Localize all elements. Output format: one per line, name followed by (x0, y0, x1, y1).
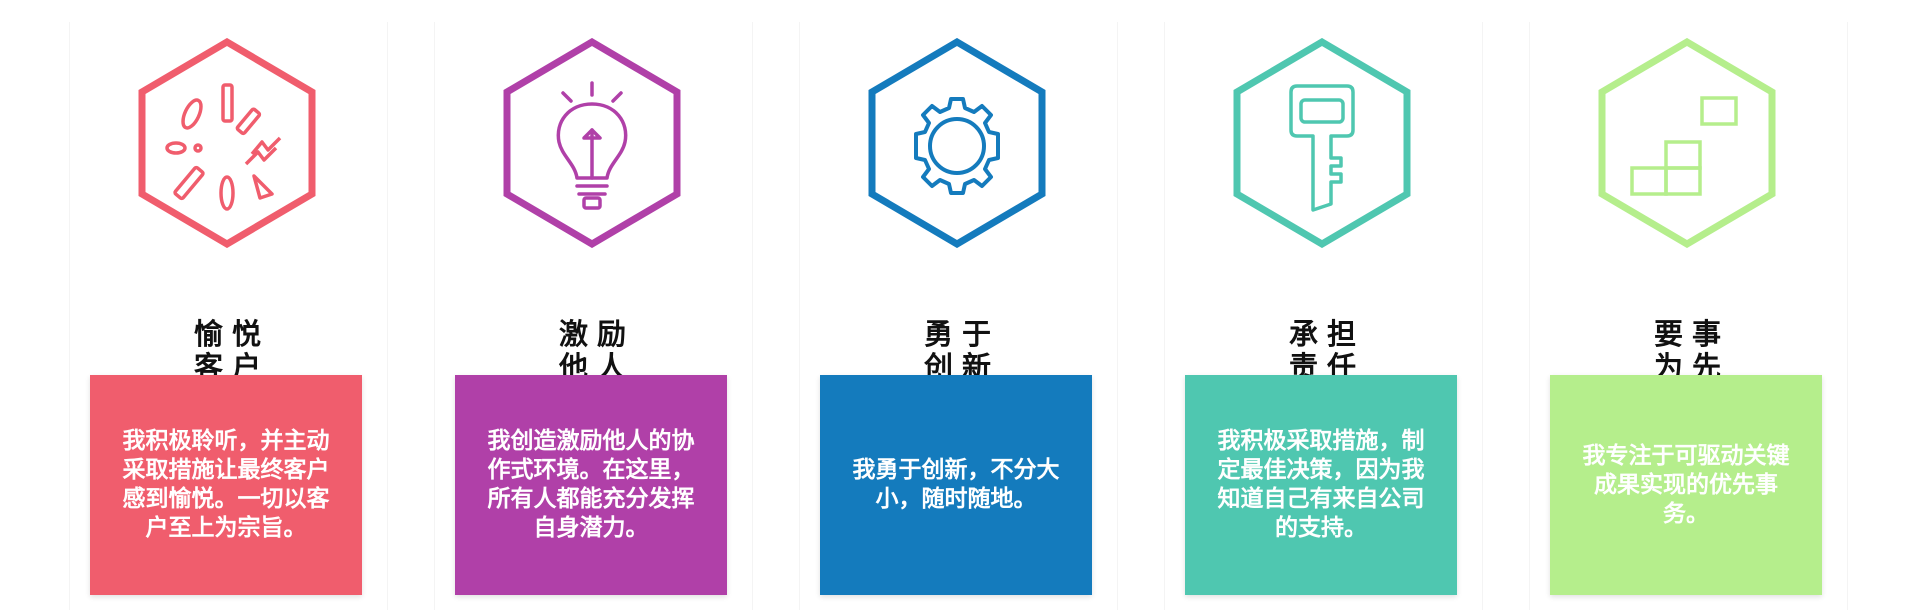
title-innovate: 勇于创新 (923, 317, 1000, 384)
key-icon (1229, 38, 1415, 248)
card-delight: 我积极聆听，并主动采取措施让最终客户感到愉悦。一切以客户至上为宗旨。 (90, 375, 362, 595)
description-inspire: 我创造激励他人的协作式环境。在这里，所有人都能充分发挥自身潜力。 (487, 428, 695, 541)
card-ownership: 我积极采取措施，制定最佳决策，因为我知道自己有来自公司的支持。 (1185, 375, 1457, 595)
description-innovate: 我勇于创新，不分大小，随时随地。 (852, 457, 1060, 512)
title-ownership: 承担责任 (1288, 317, 1365, 384)
burst-icon (134, 38, 320, 248)
description-delight: 我积极聆听，并主动采取措施让最终客户感到愉悦。一切以客户至上为宗旨。 (122, 428, 330, 541)
card-innovate: 我勇于创新，不分大小，随时随地。 (820, 375, 1092, 595)
card-inspire: 我创造激励他人的协作式环境。在这里，所有人都能充分发挥自身潜力。 (455, 375, 727, 595)
blocks-icon (1594, 38, 1780, 248)
card-priorities: 我专注于可驱动关键成果实现的优先事务。 (1550, 375, 1822, 595)
lightbulb-icon (499, 38, 685, 248)
description-ownership: 我积极采取措施，制定最佳决策，因为我知道自己有来自公司的支持。 (1217, 428, 1425, 541)
description-priorities: 我专注于可驱动关键成果实现的优先事务。 (1582, 442, 1790, 527)
gear-icon (864, 38, 1050, 248)
